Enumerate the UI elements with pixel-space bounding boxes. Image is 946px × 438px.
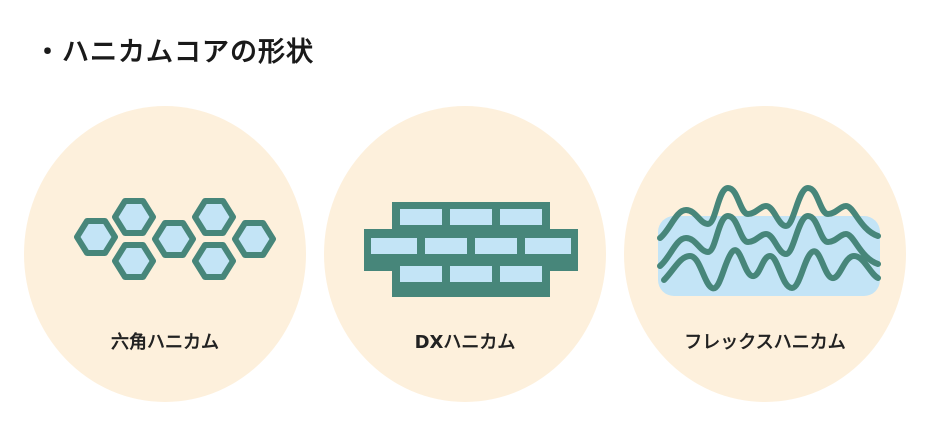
page-title: ・ハニカムコアの形状 (34, 37, 314, 68)
wave-honeycomb-icon (657, 185, 881, 296)
shape-card-dx: DXハニカム (324, 106, 606, 402)
shape-label: 六角ハニカム (111, 332, 219, 353)
shape-label: フレックスハニカム (684, 332, 846, 353)
brick-honeycomb-icon (364, 202, 578, 297)
shape-card-hexagon: 六角ハニカム (24, 106, 306, 402)
hexagon-honeycomb-icon (74, 198, 276, 280)
shape-card-flex: フレックスハニカム (624, 106, 906, 402)
shape-label: DXハニカム (414, 332, 516, 353)
